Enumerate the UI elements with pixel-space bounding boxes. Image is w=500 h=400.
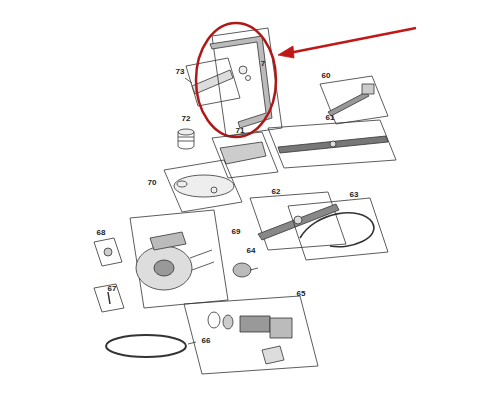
cap-part — [178, 129, 194, 135]
callout-number: 68 — [97, 229, 106, 237]
highlight-circle — [196, 23, 276, 137]
arrow-head — [278, 46, 294, 58]
part-panel — [250, 192, 346, 250]
hose-part — [300, 213, 374, 247]
part-panel — [186, 58, 240, 106]
bracket-part — [192, 70, 233, 94]
callout-number: 66 — [202, 337, 211, 345]
bracket-part — [262, 346, 284, 364]
cap-part — [178, 132, 194, 149]
fitting — [239, 66, 247, 74]
tray-part — [220, 142, 266, 164]
part-panel — [288, 198, 388, 260]
part-panel — [320, 76, 388, 124]
sump-detail — [190, 250, 214, 270]
motor-part — [270, 318, 292, 338]
seal-ring — [223, 315, 233, 329]
sensor-part — [104, 248, 112, 256]
fitting — [246, 76, 251, 81]
sump-part — [136, 246, 192, 290]
cap-ribs — [178, 137, 194, 141]
arm-hub — [294, 216, 302, 224]
part-panel — [94, 238, 122, 266]
part-panel — [184, 296, 318, 374]
pump-outlet — [250, 268, 258, 270]
callout-number: 72 — [182, 115, 191, 123]
leader-line — [185, 78, 192, 83]
callout-number: 71 — [236, 127, 245, 135]
motor-part — [240, 316, 270, 332]
callout-number: 67 — [108, 285, 117, 293]
part-panel — [212, 132, 278, 178]
plate-hole — [211, 187, 217, 193]
pointer-arrow — [284, 28, 416, 54]
supply-tube — [210, 36, 272, 128]
part-panel — [268, 120, 396, 168]
leader-line — [188, 342, 196, 344]
arm-hub — [330, 141, 336, 147]
spray-arm — [278, 136, 388, 153]
callout-number: 63 — [350, 191, 359, 199]
callout-number: 69 — [232, 228, 241, 236]
pump-part — [233, 263, 251, 277]
callout-number: 73 — [176, 68, 185, 76]
part-panel — [130, 210, 228, 308]
callout-number: 7 — [261, 60, 265, 68]
part-panel — [94, 284, 124, 312]
callout-number: 64 — [247, 247, 256, 255]
plate-hole — [177, 181, 187, 187]
sensor-part — [108, 292, 110, 304]
callout-number: 70 — [148, 179, 157, 187]
callout-number: 65 — [297, 290, 306, 298]
spray-arm — [258, 204, 339, 240]
gasket-part — [106, 335, 186, 357]
sump-center — [154, 260, 174, 276]
tube-fitting — [362, 84, 374, 94]
callout-number: 62 — [272, 188, 281, 196]
sump-fitting — [150, 232, 186, 250]
part-panel — [164, 160, 242, 212]
callout-number: 60 — [322, 72, 331, 80]
tube-part — [328, 92, 369, 116]
callout-number: 61 — [326, 114, 335, 122]
seal-ring — [208, 312, 220, 328]
plate-part — [174, 175, 234, 197]
